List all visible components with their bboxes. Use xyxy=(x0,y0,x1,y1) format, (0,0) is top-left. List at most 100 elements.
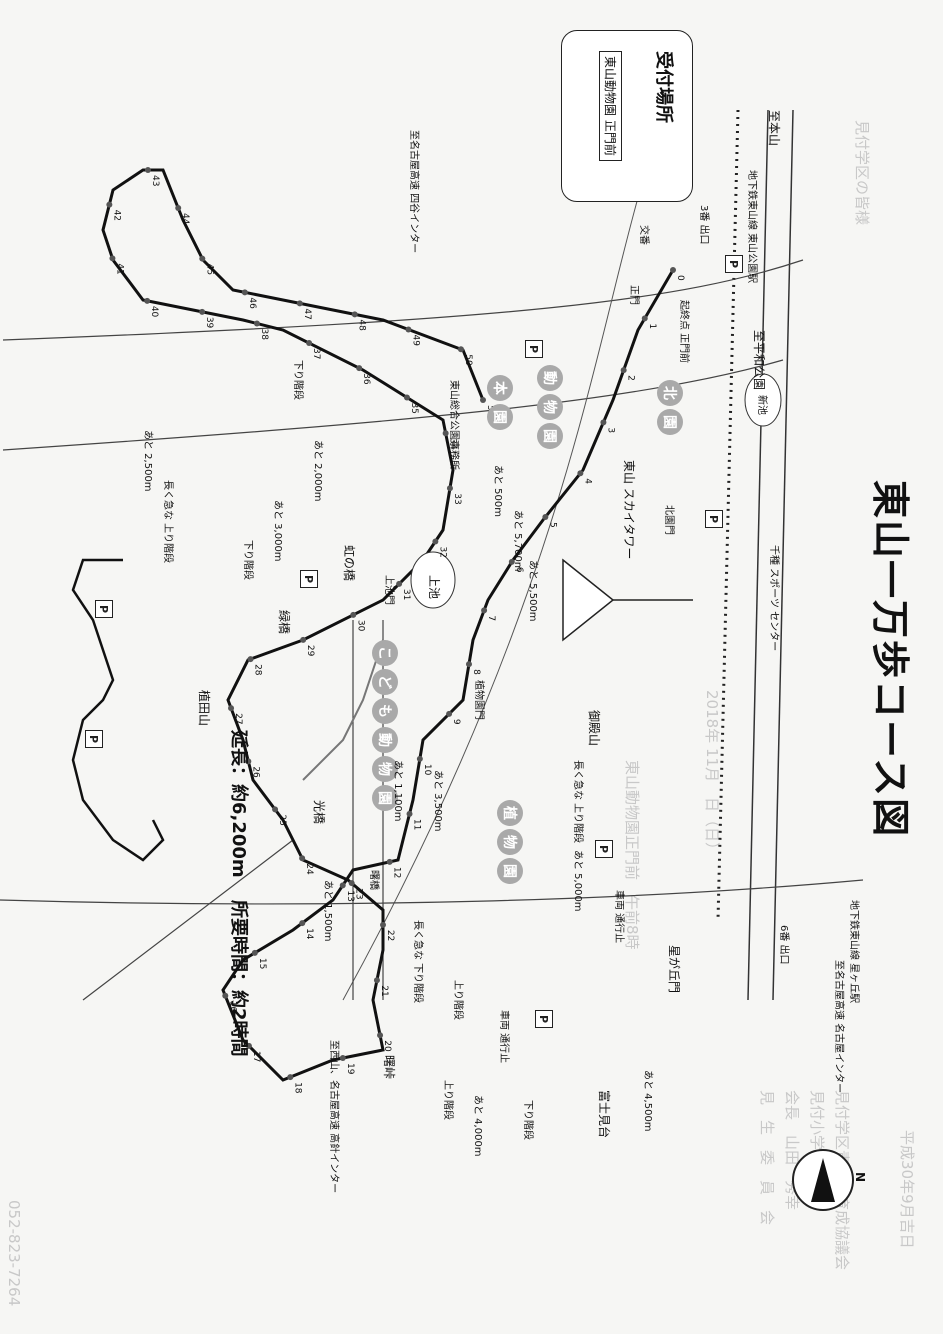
parking-6: P xyxy=(595,840,613,858)
label-seimon: 正門 xyxy=(628,285,639,305)
parking-4: P xyxy=(95,600,113,618)
route-marker-dot xyxy=(600,419,607,426)
marker-layer: 0123456789101112131415161718192021222324… xyxy=(106,167,685,1094)
route-marker-dot xyxy=(380,921,386,928)
label-koubashi: 光橋 xyxy=(312,800,326,825)
route-marker-dot xyxy=(620,367,627,374)
route-marker-dot xyxy=(432,538,439,545)
route-marker-label: 46 xyxy=(247,297,257,309)
label-no-vehicle-1: 車両 通行止 xyxy=(613,890,624,944)
stairs-6: 長く急な 下り階段 xyxy=(412,920,423,1004)
route-marker-dot xyxy=(144,167,151,173)
reception-heading: 受付場所 xyxy=(653,51,674,123)
route-marker-label: 14 xyxy=(304,928,314,940)
stairs-5: 下り階段 xyxy=(522,1100,533,1140)
route-marker-dot xyxy=(386,858,393,865)
route-marker-label: 13 xyxy=(345,890,355,901)
remaining-12: あと 2,500m xyxy=(142,430,153,492)
zone-kodomo-char: こ xyxy=(372,640,398,666)
route-marker-dot xyxy=(542,514,549,521)
remaining-2: あと 5,700m xyxy=(512,510,523,572)
zone-kodomo-char: 動 xyxy=(372,727,398,753)
label-botanical-gate: 植物園門 xyxy=(473,680,484,720)
route-marker-label: 2 xyxy=(626,375,636,381)
route-marker-label: 21 xyxy=(379,985,389,996)
route-marker-dot xyxy=(339,1055,346,1062)
label-kamiike-gate: 上池門 xyxy=(383,575,394,605)
route-marker-label: 37 xyxy=(311,348,321,359)
route-marker-label: 34 xyxy=(448,438,458,450)
parking-8: P xyxy=(525,340,543,358)
route-marker-label: 48 xyxy=(357,319,367,331)
route-marker-dot xyxy=(356,365,363,372)
route-marker-dot xyxy=(272,806,279,813)
route-marker-dot xyxy=(253,320,260,327)
highway-lower xyxy=(747,109,769,1001)
route-marker-dot xyxy=(480,397,486,403)
route-marker-dot xyxy=(222,992,229,999)
route-marker-dot xyxy=(144,297,151,304)
route-marker-label: 5 xyxy=(547,522,557,528)
route-marker-dot xyxy=(299,855,306,862)
stairs-1: 下り階段 xyxy=(292,360,303,400)
route-marker-label: 28 xyxy=(253,664,263,676)
label-park-office: 東山総合公園事務所 xyxy=(448,380,459,470)
parking-5: P xyxy=(85,730,103,748)
stairs-8: 下り階段 xyxy=(242,540,253,580)
route-marker-dot xyxy=(247,656,254,663)
route-marker-label: 29 xyxy=(305,645,315,657)
route-marker-dot xyxy=(199,255,206,262)
route-marker-label: 17 xyxy=(251,1051,261,1062)
route-marker-label: 49 xyxy=(410,335,420,347)
total-distance: 延長：約6,200m xyxy=(228,730,249,878)
zone-honen: 本園 xyxy=(487,375,513,430)
route-marker-dot xyxy=(457,346,464,353)
label-akebono: 曙峠 xyxy=(382,1055,396,1080)
label-koban: 交番 xyxy=(638,225,649,245)
route-marker-label: 45 xyxy=(204,264,214,275)
label-north-gate: 北園門 xyxy=(663,505,674,535)
map-title: 東山一万歩コース図 xyxy=(868,480,912,839)
route-marker-label: 35 xyxy=(409,402,419,413)
route-marker-dot xyxy=(377,1032,384,1039)
remaining-3: あと 5,500m xyxy=(527,560,538,622)
route-marker-label: 0 xyxy=(675,275,685,281)
route-marker-label: 25 xyxy=(277,814,287,825)
route-marker-label: 33 xyxy=(452,493,462,504)
route-marker-dot xyxy=(446,710,453,717)
route-marker-label: 19 xyxy=(345,1063,355,1075)
remaining-4: あと 5,000m xyxy=(572,850,583,912)
road-a xyxy=(2,259,804,341)
route-marker-dot xyxy=(245,758,252,765)
label-hoshigaoka-gate: 星が丘門 xyxy=(667,945,681,994)
route-marker-dot xyxy=(446,485,453,492)
route-marker-dot xyxy=(106,201,113,208)
route-marker-dot xyxy=(373,977,380,984)
route-marker-dot xyxy=(406,810,413,817)
route-marker-label: 42 xyxy=(111,210,121,221)
remaining-7: あと 3,500m xyxy=(432,770,443,832)
compass-rose xyxy=(792,1149,854,1211)
sky-tower xyxy=(562,558,615,642)
route-marker-dot xyxy=(175,205,182,212)
remaining-11: あと 2,000m xyxy=(312,440,323,502)
zone-botanical-char: 物 xyxy=(497,829,523,855)
remaining-1: あと 500m xyxy=(492,465,503,518)
route-marker-label: 44 xyxy=(180,213,190,225)
parking-3: P xyxy=(300,570,318,588)
route-marker-dot xyxy=(109,255,116,262)
map-title-box: 東山一万歩コース図 xyxy=(861,480,921,860)
route-marker-dot xyxy=(465,661,472,668)
route-marker-label: 41 xyxy=(114,263,124,274)
route-marker-dot xyxy=(641,315,648,322)
route-marker-label: 22 xyxy=(385,930,395,941)
remaining-8: あと 1,100m xyxy=(392,760,403,822)
label-sky-tower: 東山 スカイタワー xyxy=(622,460,636,560)
route-marker-dot xyxy=(296,300,303,307)
highway-upper xyxy=(772,109,794,1001)
label-shinike: 新池 xyxy=(756,395,767,415)
route-marker-dot xyxy=(508,558,515,565)
route-loop xyxy=(71,558,165,862)
